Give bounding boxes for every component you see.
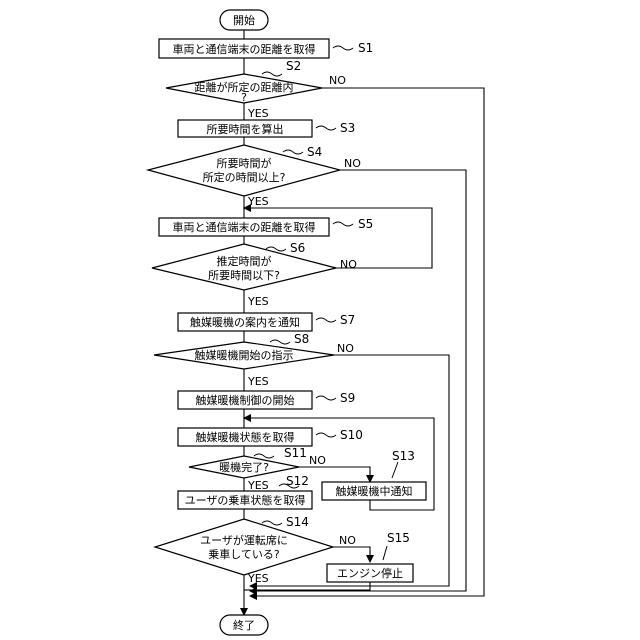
decision-s6: 推定時間が 所要時間以下? S6 YES NO <box>152 241 357 308</box>
decision-s14-line1: ユーザが運転席に <box>200 533 288 547</box>
end-label: 終了 <box>233 618 255 632</box>
step-label-s15: S15 <box>387 531 410 545</box>
no-label-s2: NO <box>329 74 346 87</box>
no-label-s4: NO <box>344 157 361 170</box>
process-s12-text: ユーザの乗車状態を取得 <box>185 493 306 507</box>
decision-s4: 所要時間が 所定の時間以上? S4 YES NO <box>148 145 361 208</box>
decision-s11-text: 暖機完了? <box>219 460 269 474</box>
decision-s6-line1: 推定時間が <box>217 254 272 268</box>
step-label-s11: S11 <box>284 446 307 460</box>
step-label-s14: S14 <box>286 515 309 529</box>
step-label-s9: S9 <box>340 391 355 405</box>
yes-label-s4: YES <box>247 195 269 208</box>
no-label-s6: NO <box>340 258 357 271</box>
yes-label-s6: YES <box>247 295 269 308</box>
process-s10: 触媒暖機状態を取得 S10 <box>178 428 363 446</box>
end-terminal: 終了 <box>220 615 268 635</box>
no-label-s14: NO <box>339 534 356 547</box>
step-label-s3: S3 <box>340 121 355 135</box>
process-s5-text: 車両と通信端末の距離を取得 <box>173 220 316 234</box>
process-s1: 車両と通信端末の距離を取得 S1 <box>159 39 373 58</box>
decision-s8: 触媒暖機開始の指示 S8 YES NO <box>154 332 354 388</box>
process-s15-text: エンジン停止 <box>337 566 403 580</box>
decision-s8-text: 触媒暖機開始の指示 <box>195 348 294 362</box>
step-label-s4: S4 <box>307 145 322 159</box>
no-label-s11: NO <box>309 454 326 467</box>
process-s9: 触媒暖機制御の開始 S9 <box>178 391 355 409</box>
yes-label-s8: YES <box>247 375 269 388</box>
step-label-s2: S2 <box>286 59 301 73</box>
process-s7: 触媒暖機の案内を通知 S7 <box>178 313 355 331</box>
process-s3-text: 所要時間を算出 <box>207 122 284 136</box>
process-s13: 触媒暖機中通知 S13 <box>322 449 426 500</box>
process-s1-text: 車両と通信端末の距離を取得 <box>173 42 316 56</box>
start-terminal: 開始 <box>220 10 268 30</box>
step-label-s5: S5 <box>358 217 373 231</box>
decision-s6-line2: 所要時間以下? <box>208 269 280 282</box>
process-s7-text: 触媒暖機の案内を通知 <box>190 315 300 329</box>
decision-s14-line2: 乗車している? <box>208 547 280 561</box>
step-label-s10: S10 <box>340 428 363 442</box>
step-label-s13: S13 <box>392 449 415 463</box>
yes-label-s11: YES <box>247 479 269 492</box>
yes-label-s14: YES <box>247 572 269 585</box>
start-label: 開始 <box>233 13 255 27</box>
decision-s14: ユーザが運転席に 乗車している? S14 YES NO <box>155 515 356 585</box>
yes-label-s2: YES <box>247 107 269 120</box>
decision-s2: 距離が所定の距離内 ? S2 YES NO <box>166 59 346 120</box>
step-label-s12: S12 <box>286 474 309 488</box>
step-label-s8: S8 <box>294 332 309 346</box>
decision-s4-line2: 所定の時間以上? <box>203 170 286 184</box>
process-s3: 所要時間を算出 S3 <box>178 120 355 137</box>
decision-s4-line1: 所要時間が <box>217 156 272 170</box>
process-s12: ユーザの乗車状態を取得 S12 <box>178 474 312 509</box>
process-s5: 車両と通信端末の距離を取得 S5 <box>159 217 373 236</box>
no-label-s8: NO <box>337 342 354 355</box>
step-label-s7: S7 <box>340 313 355 327</box>
decision-s2-line2: ? <box>241 91 247 104</box>
step-label-s6: S6 <box>290 241 305 255</box>
process-s13-text: 触媒暖機中通知 <box>336 484 413 498</box>
process-s9-text: 触媒暖機制御の開始 <box>196 393 295 407</box>
process-s10-text: 触媒暖機状態を取得 <box>196 430 295 444</box>
step-label-s1: S1 <box>358 41 373 55</box>
